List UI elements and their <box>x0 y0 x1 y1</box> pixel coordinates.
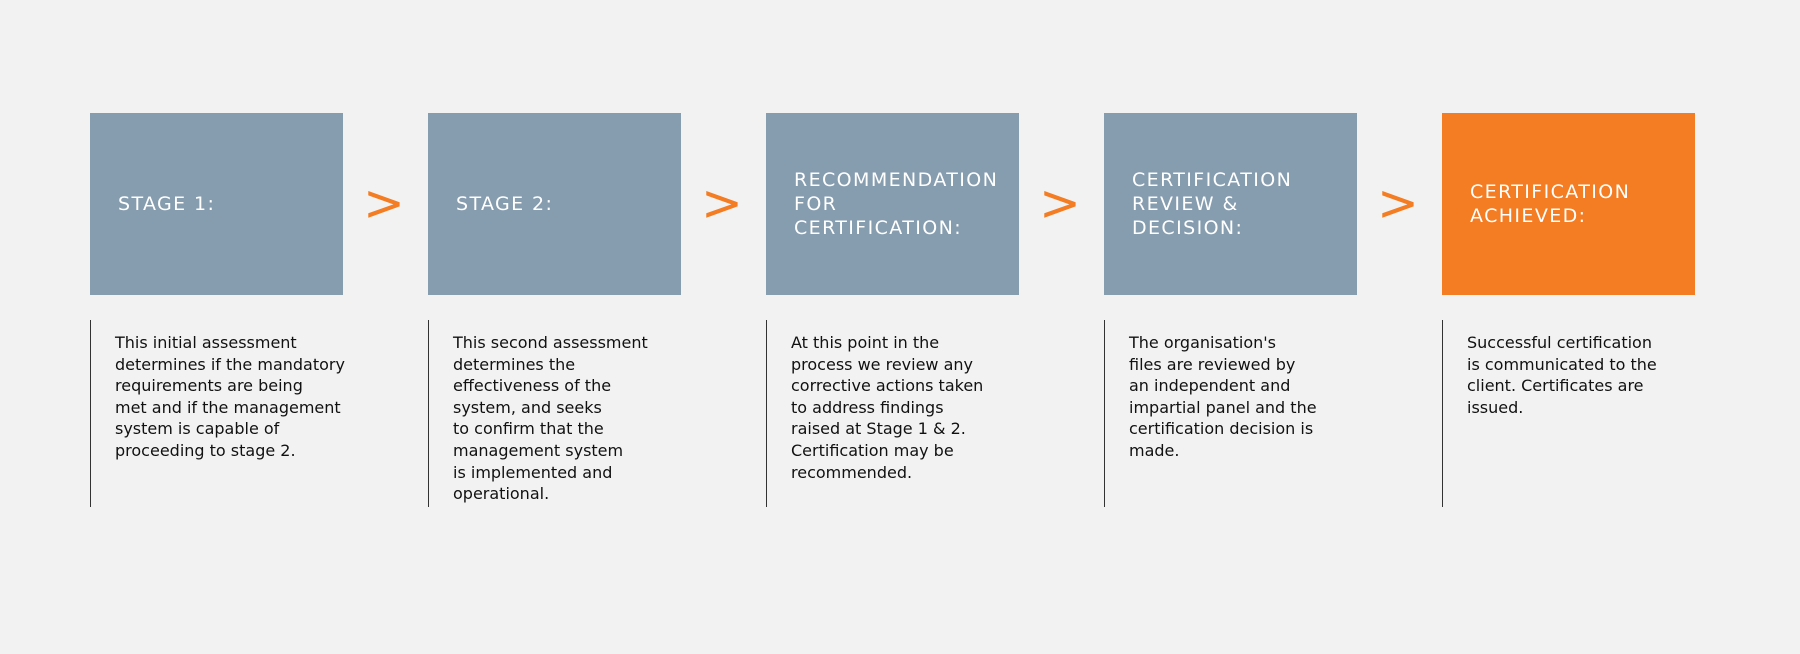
chevron-right-icon: > <box>701 174 743 232</box>
stage-2-description: This second assessment determines the ef… <box>428 320 693 507</box>
stage-3-title: RECOMMENDATION FOR CERTIFICATION: <box>794 169 999 239</box>
stage-3-description: At this point in the process we review a… <box>766 320 1031 507</box>
stage-5-title: CERTIFICATION ACHIEVED: <box>1470 181 1631 227</box>
stage-4-title: CERTIFICATION REVIEW & DECISION: <box>1132 169 1293 239</box>
stage-5-description-text: Successful certification is communicated… <box>1467 333 1657 417</box>
stage-2-description-text: This second assessment determines the ef… <box>453 333 648 504</box>
stage-4-box: CERTIFICATION REVIEW & DECISION: <box>1104 113 1357 295</box>
stage-1-title: STAGE 1: <box>118 193 216 215</box>
chevron-right-icon: > <box>1377 174 1419 232</box>
stage-4-description: The organisation's files are reviewed by… <box>1104 320 1369 507</box>
stage-1-box: STAGE 1: <box>90 113 343 295</box>
stage-3-description-text: At this point in the process we review a… <box>791 333 984 482</box>
chevron-right-icon: > <box>1039 174 1081 232</box>
stage-4-description-text: The organisation's files are reviewed by… <box>1129 333 1317 460</box>
stage-5-box: CERTIFICATION ACHIEVED: <box>1442 113 1695 295</box>
stage-2-box: STAGE 2: <box>428 113 681 295</box>
stage-2-title: STAGE 2: <box>456 193 554 215</box>
stage-1-description: This initial assessment determines if th… <box>90 320 355 507</box>
stage-3-box: RECOMMENDATION FOR CERTIFICATION: <box>766 113 1019 295</box>
chevron-right-icon: > <box>363 174 405 232</box>
stage-5-description: Successful certification is communicated… <box>1442 320 1707 507</box>
stage-1-description-text: This initial assessment determines if th… <box>115 333 345 460</box>
